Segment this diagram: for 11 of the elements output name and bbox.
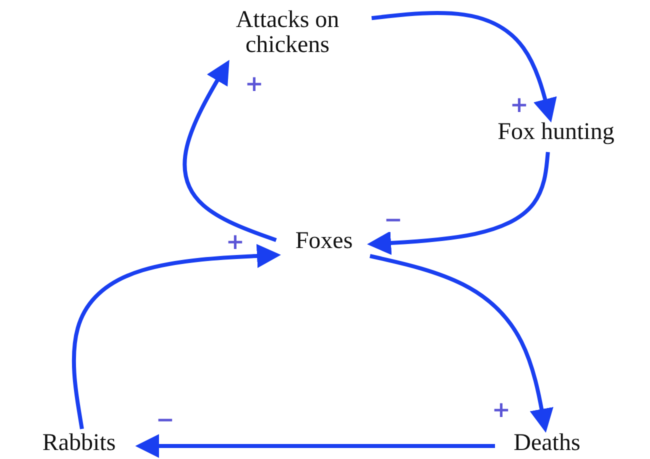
causal-arrow <box>182 60 277 242</box>
causal-arrow <box>367 152 550 255</box>
variable-label: Rabbits <box>20 431 138 459</box>
variable-label: Foxes <box>278 229 370 259</box>
variable-label: Attacks on chickens <box>205 8 370 64</box>
variable-label: Fox hunting <box>470 120 642 150</box>
variable-label: Deaths <box>497 431 597 459</box>
causal-arrow <box>72 244 281 430</box>
causal-arrow <box>371 11 557 123</box>
causal-arrow <box>135 434 495 458</box>
causal-arrow <box>370 254 554 433</box>
